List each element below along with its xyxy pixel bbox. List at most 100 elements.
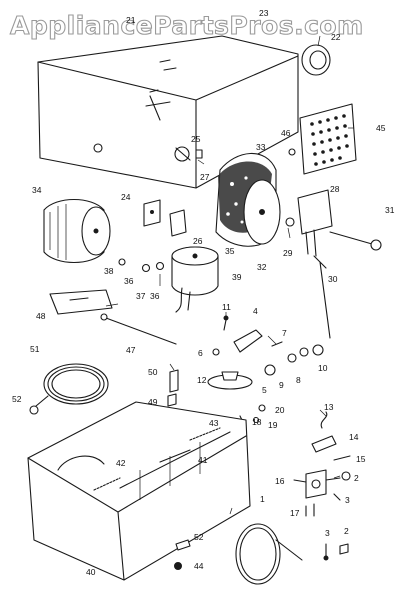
part-8-ring	[299, 347, 309, 357]
part-42-spring	[93, 477, 121, 491]
label-13: 13	[324, 402, 334, 412]
part-33-drum	[215, 152, 281, 247]
part-5-bushing	[264, 364, 276, 376]
part-25-27-knob	[174, 146, 203, 162]
part-22-gasket	[301, 44, 331, 76]
part-34-fan-housing	[43, 199, 111, 263]
label-31: 31	[385, 205, 395, 215]
part-39-motor	[171, 246, 219, 313]
label-19: 19	[268, 420, 278, 430]
label-25: 25	[191, 134, 201, 144]
part-41-rod	[159, 449, 191, 463]
label-12: 12	[197, 375, 207, 385]
label-2-b: 2	[344, 526, 349, 536]
part-9-ring	[287, 353, 297, 363]
label-52-b: 52	[194, 532, 204, 542]
label-50: 50	[148, 367, 158, 377]
label-24: 24	[121, 192, 131, 202]
label-3-b: 3	[325, 528, 330, 538]
part-19-screw	[252, 416, 260, 424]
label-47: 47	[126, 345, 136, 355]
label-39: 39	[232, 272, 242, 282]
label-10: 10	[318, 363, 328, 373]
part-labels: 21 23 22 25 46 45 27 33 24 34 28 26 31 3…	[12, 8, 395, 577]
part-46-screw	[288, 148, 296, 156]
label-5: 5	[262, 385, 267, 395]
label-17: 17	[290, 508, 300, 518]
part-52-clip-bottom	[175, 539, 191, 551]
label-33: 33	[256, 142, 266, 152]
label-45: 45	[376, 123, 386, 133]
part-43-spring	[189, 427, 221, 441]
part-29-ring	[285, 217, 295, 227]
label-14: 14	[349, 432, 359, 442]
part-50-clip	[169, 369, 179, 393]
label-36-b: 36	[150, 291, 160, 301]
label-46: 46	[281, 128, 291, 138]
label-49: 49	[148, 397, 158, 407]
label-9: 9	[279, 380, 284, 390]
label-42: 42	[116, 458, 126, 468]
part-40-base	[27, 401, 251, 581]
label-43: 43	[209, 418, 219, 428]
label-2-a: 2	[354, 473, 359, 483]
part-36-nut	[141, 263, 151, 273]
label-44: 44	[194, 561, 204, 571]
label-48: 48	[36, 311, 46, 321]
label-22: 22	[331, 32, 341, 42]
label-6: 6	[198, 348, 203, 358]
part-52-cord-clip	[29, 405, 39, 415]
part-45-grille	[299, 103, 357, 175]
part-47-rod	[100, 313, 177, 345]
label-30: 30	[328, 274, 338, 284]
label-34: 34	[32, 185, 42, 195]
part-4-lever	[233, 329, 263, 353]
part-3-screw-upper	[333, 493, 341, 501]
part-21-top-cover	[37, 35, 299, 189]
label-51: 51	[30, 344, 40, 354]
label-29: 29	[283, 248, 293, 258]
part-31-rod	[329, 231, 382, 251]
label-28: 28	[330, 184, 340, 194]
label-20: 20	[275, 405, 285, 415]
label-36-a: 36	[124, 276, 134, 286]
part-38-washer	[118, 258, 126, 266]
label-11: 11	[222, 302, 231, 312]
part-17-screws	[305, 503, 315, 517]
label-8: 8	[296, 375, 301, 385]
label-37: 37	[136, 291, 146, 301]
part-49-clip	[167, 393, 177, 407]
label-40: 40	[86, 567, 96, 577]
label-1: 1	[260, 494, 265, 504]
part-16-valve	[293, 469, 341, 499]
part-12-disc	[207, 371, 253, 390]
label-41: 41	[198, 455, 208, 465]
leader-lines	[105, 35, 354, 515]
label-35: 35	[225, 246, 235, 256]
part-2-washer-lower	[339, 543, 349, 555]
part-6-screw	[212, 348, 220, 356]
part-13-spring	[320, 411, 328, 429]
part-7-pin	[271, 341, 283, 347]
part-28-switch	[297, 189, 333, 257]
part-51-cord-coil	[35, 363, 109, 407]
part-11-screw	[223, 315, 229, 331]
part-20-screw	[258, 404, 266, 412]
label-32: 32	[257, 262, 267, 272]
label-15: 15	[356, 454, 366, 464]
part-30-rod	[313, 255, 331, 339]
part-37-nut	[155, 261, 165, 271]
label-18: 18	[252, 417, 262, 427]
label-27: 27	[200, 172, 210, 182]
label-7: 7	[282, 328, 287, 338]
watermark-text: AppliancePartsPros.com	[10, 11, 364, 40]
part-26-bracket	[169, 209, 187, 237]
part-10-ring	[312, 344, 324, 356]
label-3-a: 3	[345, 495, 350, 505]
part-2-washer-upper	[341, 471, 351, 481]
part-24-bracket	[143, 199, 161, 227]
label-52-a: 52	[12, 394, 22, 404]
part-44-foot	[174, 562, 182, 570]
part-15-clip	[333, 455, 351, 461]
